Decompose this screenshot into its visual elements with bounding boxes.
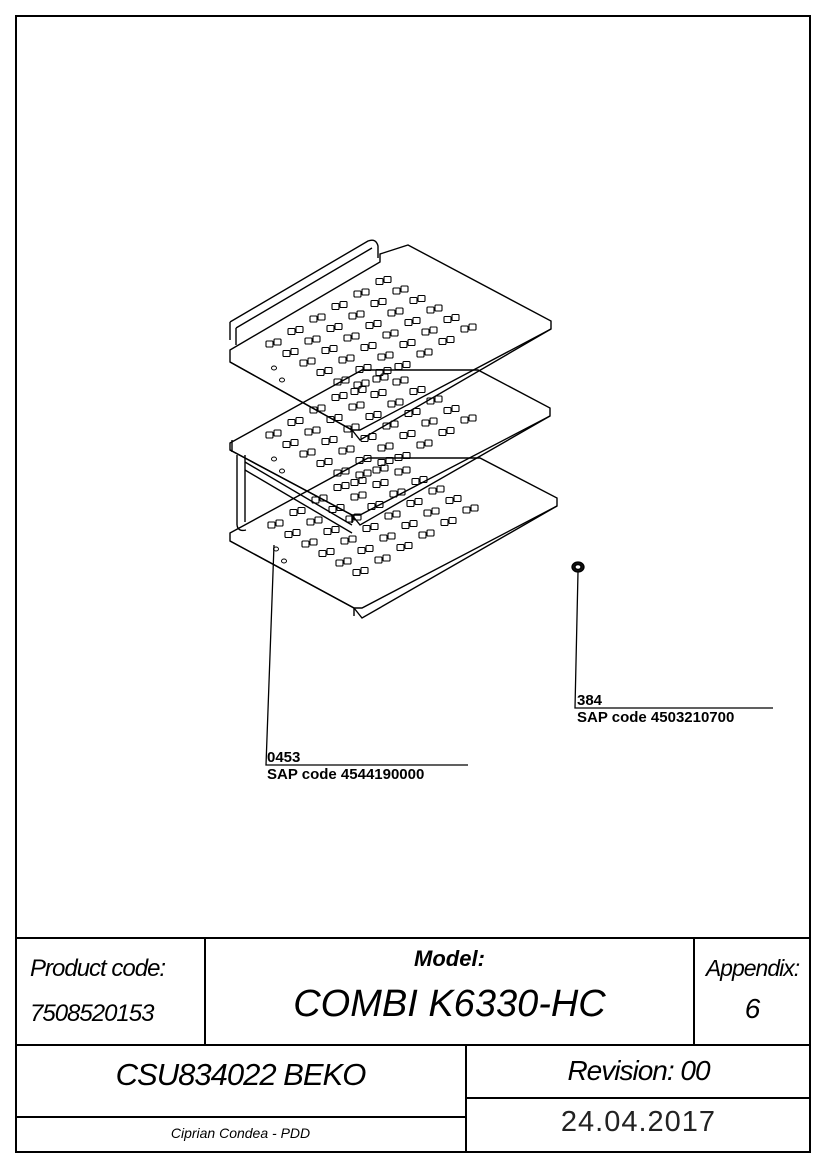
callout-0453: 0453 SAP code 4544190000 <box>267 749 424 783</box>
round-hole <box>281 558 287 564</box>
document-code: CSU834022 BEKO <box>115 1057 367 1092</box>
shelf-holes <box>265 275 479 577</box>
callout-384-number: 384 <box>577 692 603 709</box>
product-code-label: Product code: <box>30 955 166 982</box>
revision: Revision: 00 <box>567 1055 710 1086</box>
drawing-frame <box>15 15 811 1153</box>
shelf-top <box>229 244 552 441</box>
appendix-label: Appendix: <box>705 955 800 981</box>
round-hole <box>271 365 277 371</box>
leader-lines <box>265 544 773 766</box>
shelf-frame <box>229 239 379 534</box>
round-hole <box>279 468 285 474</box>
callout-0453-sap: SAP code 4544190000 <box>267 766 425 783</box>
model-label: Model: <box>414 946 485 971</box>
round-hole <box>271 456 277 462</box>
product-code: 7508520153 <box>30 1000 154 1027</box>
callout-384: 384 SAP code 4503210700 <box>577 692 734 726</box>
author: Ciprian Condea - PDD <box>170 1125 311 1141</box>
appendix-value: 6 <box>744 993 761 1024</box>
callout-0453-number: 0453 <box>267 749 301 766</box>
callout-384-sap: SAP code 4503210700 <box>577 709 735 726</box>
round-hole <box>279 377 285 383</box>
revision-date: 24.04.2017 <box>560 1106 717 1138</box>
fitting-part-384 <box>571 561 585 573</box>
model-value: COMBI K6330-HC <box>293 983 606 1025</box>
